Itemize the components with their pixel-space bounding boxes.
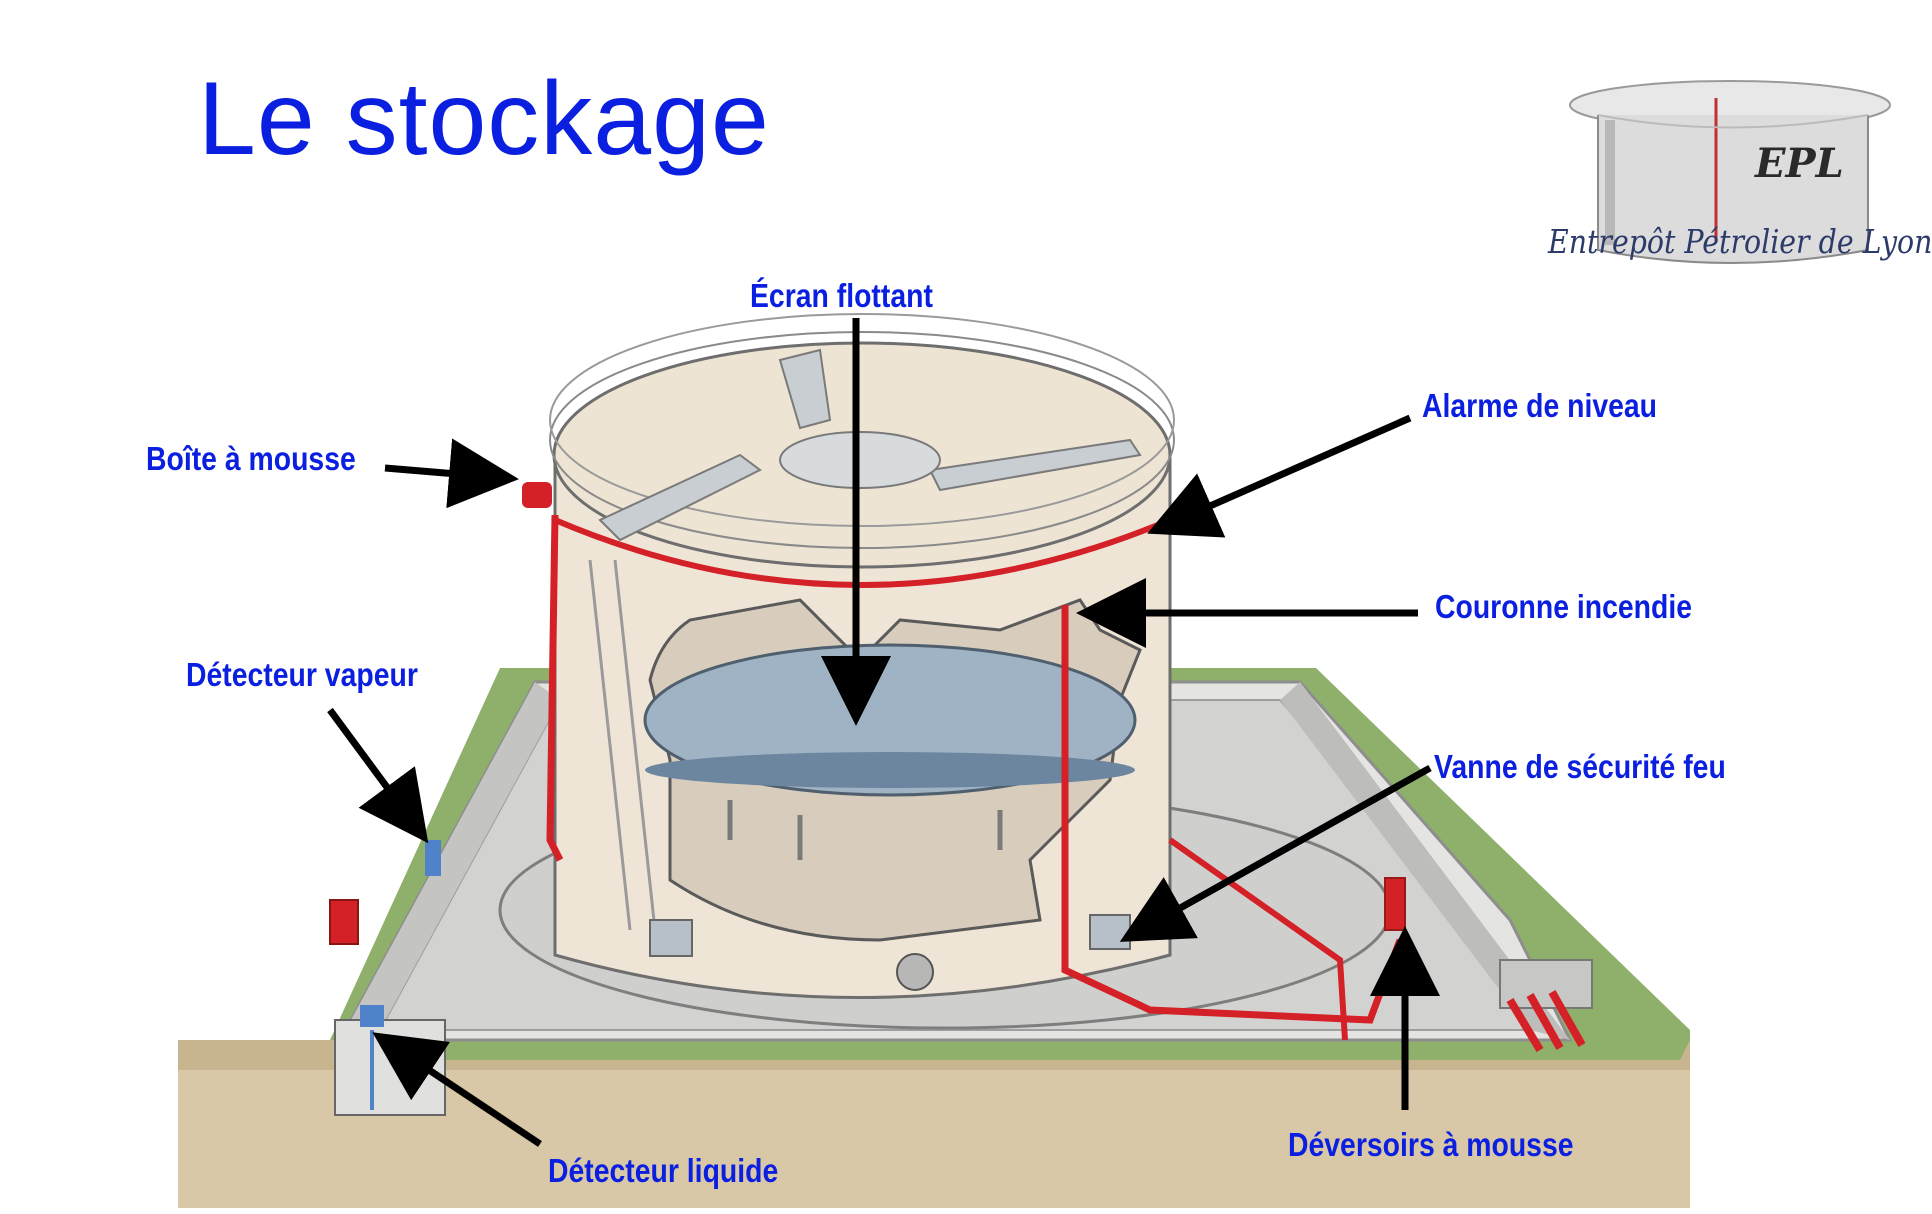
label-vanne-securite: Vanne de sécurité feu — [1434, 748, 1726, 785]
label-detecteur-liquide: Détecteur liquide — [548, 1152, 779, 1189]
annotation-arrows — [327, 318, 1440, 1147]
logo-initials: EPL — [1755, 140, 1844, 187]
soil-section — [178, 1040, 1690, 1208]
label-ecran-flottant: Écran flottant — [750, 277, 933, 314]
foam-spillways — [1384, 877, 1593, 1053]
roof-gangway — [598, 348, 1142, 542]
logo-name: Entrepôt Pétrolier de Lyon — [1548, 222, 1932, 261]
label-boite-mousse: Boîte à mousse — [146, 440, 356, 477]
bottom-valves — [649, 914, 1131, 991]
epl-logo — [1540, 30, 1928, 282]
liquid-detector-unit — [334, 1005, 446, 1116]
page-title: Le stockage — [198, 61, 770, 177]
side-ladder — [588, 559, 657, 931]
label-deversoirs-mousse: Déversoirs à mousse — [1288, 1126, 1574, 1163]
foam-box — [522, 482, 552, 508]
label-alarme-niveau: Alarme de niveau — [1422, 387, 1658, 424]
vapour-detector-unit — [329, 840, 441, 945]
label-detecteur-vapeur: Détecteur vapeur — [186, 656, 418, 693]
label-couronne-incendie: Couronne incendie — [1435, 588, 1693, 625]
